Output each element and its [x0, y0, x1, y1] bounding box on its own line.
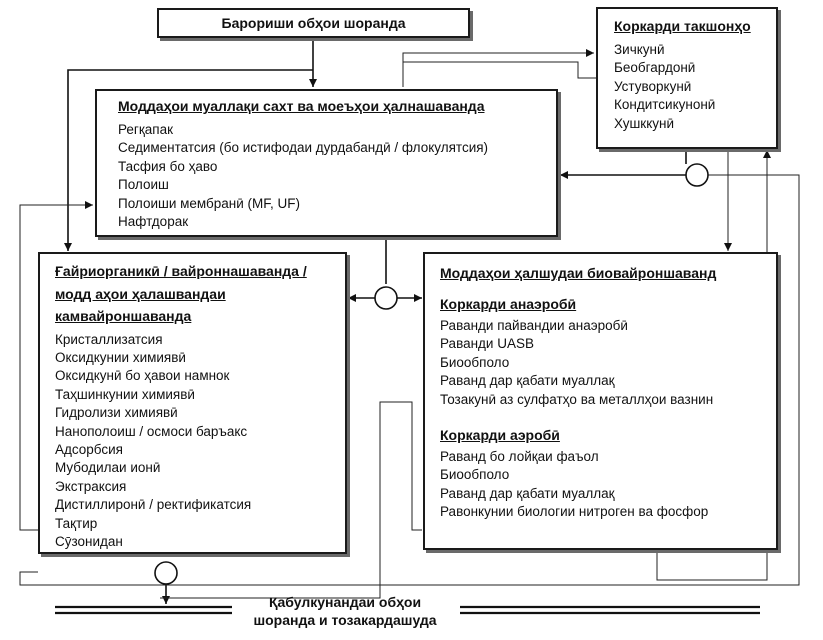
inorganic-item: Нанополоиш / осмоси баръакс [55, 423, 248, 439]
anaerobic-item: Раванди пайвандии анаэробӣ [440, 318, 628, 333]
inorganic-item: Кристаллизатсия [55, 331, 163, 347]
bio-title: Моддаҳои ҳалшудаи биовайроншаванд [440, 265, 717, 281]
section-spacer [440, 409, 776, 427]
anaerobic-item: Раванди UASB [440, 336, 534, 352]
inorganic-item: Тақтир [55, 515, 98, 531]
suspended-solids-box: Моддаҳои муаллақи сахт ва моеъҳои ҳалнаш… [95, 89, 558, 237]
sludge-item: Зичкунӣ [614, 42, 665, 57]
suspended-title: Моддаҳои муаллақи сахт ва моеъҳои ҳалнаш… [118, 98, 485, 114]
biodegradable-box: Моддаҳои ҳалшудаи биовайроншаванд Коркар… [423, 252, 778, 550]
source-title: Барориши обҳои шоранда [221, 15, 406, 31]
bio-return-line [160, 401, 422, 599]
inorganic-item: Гидролизи химиявӣ [55, 405, 178, 421]
inorganic-item: Адсорбсия [55, 441, 123, 457]
receiving-water-line: шоранда и тозакардашуда [253, 612, 437, 628]
suspended-item: Нафтдорак [118, 214, 189, 230]
inorganic-item: Оксидкунии химиявӣ [55, 349, 186, 365]
anaerobic-title: Коркарди анаэробӣ [440, 296, 577, 312]
inorganic-box: Ғайриорганикӣ / вайроннашаванда / модд а… [38, 252, 347, 554]
inorganic-title-line: камвайроншаванда [55, 308, 192, 324]
suspended-item: Седиментатсия (бо истифодаи дурдабандӣ /… [118, 140, 489, 156]
inorganic-return-line [19, 201, 93, 531]
sludge-treatment-box: Коркарди такшонҳо Зичкунӣ Беобгардонӣ Ус… [596, 7, 778, 149]
anaerobic-item: Раванд дар қабати муаллақ [440, 373, 615, 389]
sludge-item: Беобгардонӣ [614, 60, 696, 76]
suspended-item: Полоиши мембранӣ (MF, UF) [118, 195, 301, 211]
anaerobic-item: Тозакунӣ аз сулфатҳо ва металлҳои вазнин [440, 391, 714, 407]
suspended-item: Полоиш [118, 177, 169, 193]
inorganic-item: Дистиллиронӣ / ректификатсия [55, 497, 252, 513]
sludge-item: Устуворкунӣ [614, 78, 692, 94]
aerobic-item: Биообполо [440, 467, 510, 483]
receiving-water-label: Қабулкунандаи обҳои шоранда и тозакардаш… [230, 593, 460, 629]
sludge-item: Кондитсикунонӣ [614, 97, 716, 113]
sludge-loop-line [19, 174, 800, 586]
receiving-water-line: Қабулкунандаи обҳои [268, 594, 422, 610]
aerobic-title: Коркарди аэробӣ [440, 427, 560, 444]
suspended-item: Регқапак [118, 122, 173, 137]
inorganic-item: Мубодилаи ионӣ [55, 460, 161, 476]
inorganic-title-line: Ғайриорганикӣ / вайроннашаванда / [55, 263, 307, 279]
aerobic-item: Равонкунии биологии нитроген ва фосфор [440, 504, 709, 520]
junction-circle-center [374, 286, 398, 310]
suspended-return-line [402, 49, 594, 87]
inorganic-item: Сӯзонидан [55, 533, 123, 549]
source-box: Барориши обҳои шоранда [157, 8, 470, 38]
sludge-title: Коркарди такшонҳо [614, 18, 751, 34]
anaerobic-item: Биообполо [440, 354, 510, 370]
aerobic-item: Раванд дар қабати муаллақ [440, 485, 615, 501]
junction-circle-output [154, 561, 178, 585]
inorganic-item: Оксидкунӣ бо ҳавои намнок [55, 368, 230, 384]
main-to-inorganic-line [64, 69, 313, 251]
inorganic-item: Таҳшинкунии химиявӣ [55, 386, 195, 402]
sludge-item: Хушккунӣ [614, 115, 674, 131]
suspended-item: Тасфия бо ҳаво [118, 158, 218, 174]
inorganic-title-line: модд аҳои ҳалашвандаи [55, 285, 226, 302]
aerobic-item: Раванд бо лойқаи фаъол [440, 449, 599, 465]
inorganic-item: Экстраксия [55, 478, 127, 494]
junction-circle-sludge [685, 163, 709, 187]
